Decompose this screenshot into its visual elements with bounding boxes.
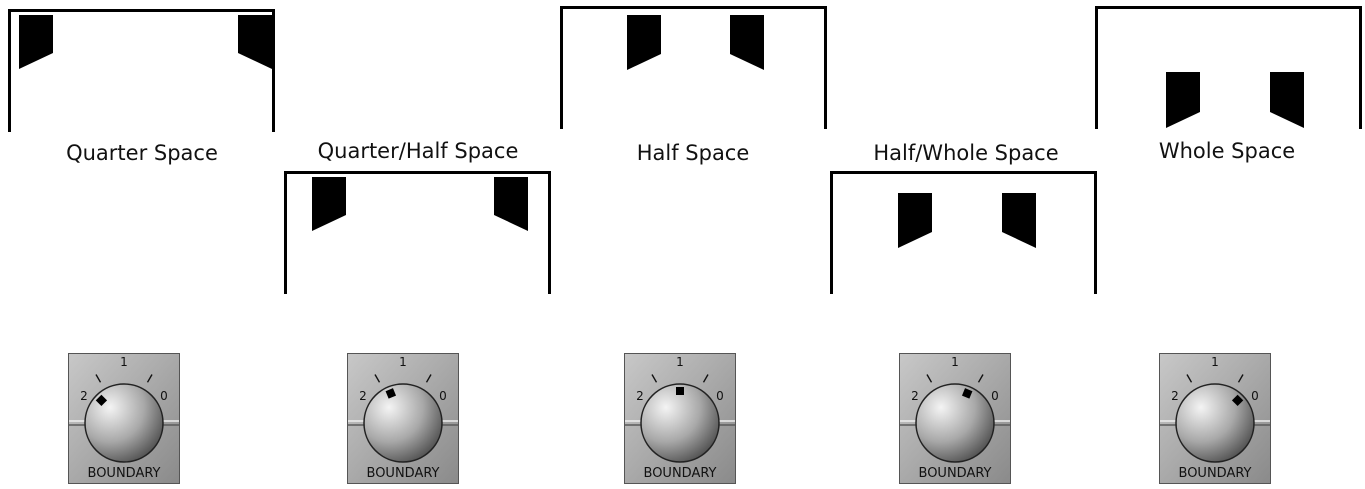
scale-label: 2 [911,389,919,403]
scale-tick [651,374,658,383]
speaker-pair [898,193,1036,248]
scale-label: 1 [676,355,684,369]
label-half-whole-space: Half/Whole Space [873,141,1059,165]
speaker-left-icon [898,193,932,248]
scale-tick [425,374,432,383]
knob-caption: BOUNDARY [1179,466,1252,481]
scale-label: 2 [80,389,88,403]
speaker-pair [312,177,528,231]
speaker-right-icon [1002,193,1036,248]
scale-tick [702,374,709,383]
speaker-right-icon [238,15,272,69]
label-quarter-half-space: Quarter/Half Space [317,139,519,163]
label-quarter-space: Quarter Space [66,141,218,165]
speaker-right-icon [1270,72,1304,128]
speaker-pair [1166,72,1304,128]
scale-label: 1 [1211,355,1219,369]
speaker-right-icon [730,15,764,70]
scale-label: 0 [1251,389,1259,403]
knob-dial[interactable] [84,383,164,463]
speaker-pair [627,15,764,70]
speaker-left-icon [312,177,346,231]
scale-label: 2 [1171,389,1179,403]
scale-label: 0 [991,389,999,403]
scale-tick [95,374,102,383]
scale-tick [977,374,984,383]
speaker-right-icon [494,177,528,231]
room-half-whole-space [830,171,1097,294]
speaker-left-icon [627,15,661,70]
speaker-pair [19,15,272,69]
room-quarter-half-space [284,171,551,294]
scale-tick [146,374,153,383]
scale-label: 0 [160,389,168,403]
speaker-left-icon [1166,72,1200,128]
knob-dial[interactable] [640,383,720,463]
knob-caption: BOUNDARY [919,466,992,481]
scale-label: 1 [951,355,959,369]
scale-label: 1 [120,355,128,369]
scale-label: 0 [716,389,724,403]
room-whole-space [1095,6,1362,129]
scale-tick [1237,374,1244,383]
knob-indicator [961,388,973,399]
scale-tick [374,374,381,383]
knob-caption: BOUNDARY [644,466,717,481]
speaker-left-icon [19,15,53,69]
knob-indicator [676,387,684,395]
scale-tick [926,374,933,383]
scale-tick [1186,374,1193,383]
scale-label: 1 [399,355,407,369]
label-half-space: Half Space [636,141,750,165]
scale-label: 0 [439,389,447,403]
scale-label: 2 [636,389,644,403]
scale-label: 2 [359,389,367,403]
knob-dial[interactable] [1175,383,1255,463]
knob-dial[interactable] [363,383,443,463]
room-quarter-space [8,9,275,132]
knob-indicator [385,388,397,399]
room-half-space [560,6,827,129]
knob-caption: BOUNDARY [367,466,440,481]
knob-dial[interactable] [915,383,995,463]
knob-caption: BOUNDARY [88,466,161,481]
label-whole-space: Whole Space [1158,139,1296,163]
